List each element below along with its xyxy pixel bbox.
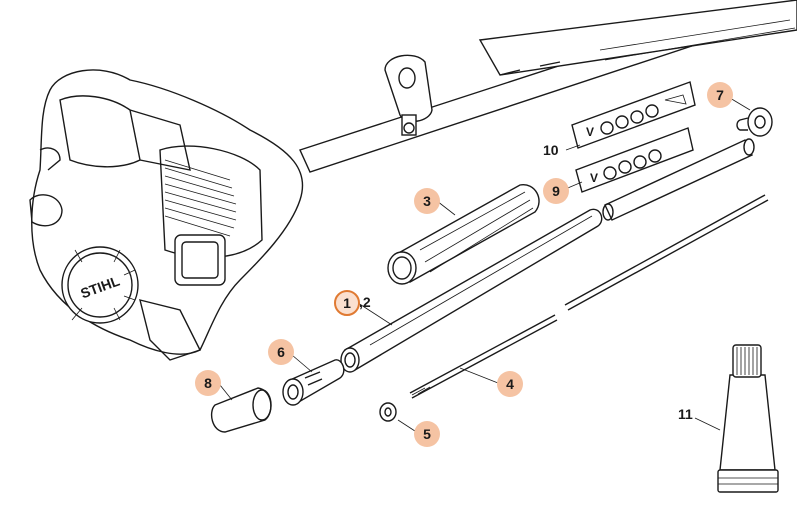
callout-11[interactable]: 11: [678, 406, 693, 422]
callout-5[interactable]: 5: [414, 421, 440, 447]
loop-handle: [384, 54, 433, 136]
callout-7-number: 7: [716, 87, 724, 103]
svg-text:V: V: [590, 171, 598, 185]
callout-1-number: 1: [343, 295, 351, 311]
part-10-label: V: [571, 81, 696, 149]
callout-9-number: 9: [552, 183, 560, 199]
part-6-clamp-sleeve: [282, 359, 345, 406]
callout-8-number: 8: [204, 375, 212, 391]
engine-unit: [29, 69, 304, 361]
part-5-bushing: [379, 402, 397, 422]
tube-upper-segment: [602, 138, 755, 221]
callout-9[interactable]: 9: [543, 178, 569, 204]
callout-1-suffix: ,2: [359, 294, 371, 310]
callout-5-number: 5: [423, 426, 431, 442]
callout-6-number: 6: [277, 344, 285, 360]
svg-text:V: V: [586, 125, 594, 139]
part-8-end-cap: [210, 387, 272, 433]
callout-3-number: 3: [423, 193, 431, 209]
callout-1[interactable]: 1: [334, 290, 360, 316]
callout-4-number: 4: [506, 376, 514, 392]
callout-8[interactable]: 8: [195, 370, 221, 396]
part-3-grip-sleeve: [387, 184, 540, 285]
part-4-drive-shaft: [409, 194, 769, 399]
callout-6[interactable]: 6: [268, 339, 294, 365]
part-7-bushing: [736, 107, 773, 137]
part-11-grease-tube: [717, 344, 779, 493]
callout-10[interactable]: 10: [543, 142, 559, 158]
callout-3[interactable]: 3: [414, 188, 440, 214]
leader-lines: [219, 97, 751, 434]
callout-7[interactable]: 7: [707, 82, 733, 108]
part-9-label: V: [575, 127, 694, 193]
callout-4[interactable]: 4: [497, 371, 523, 397]
part-1-drive-tube: [340, 208, 603, 373]
